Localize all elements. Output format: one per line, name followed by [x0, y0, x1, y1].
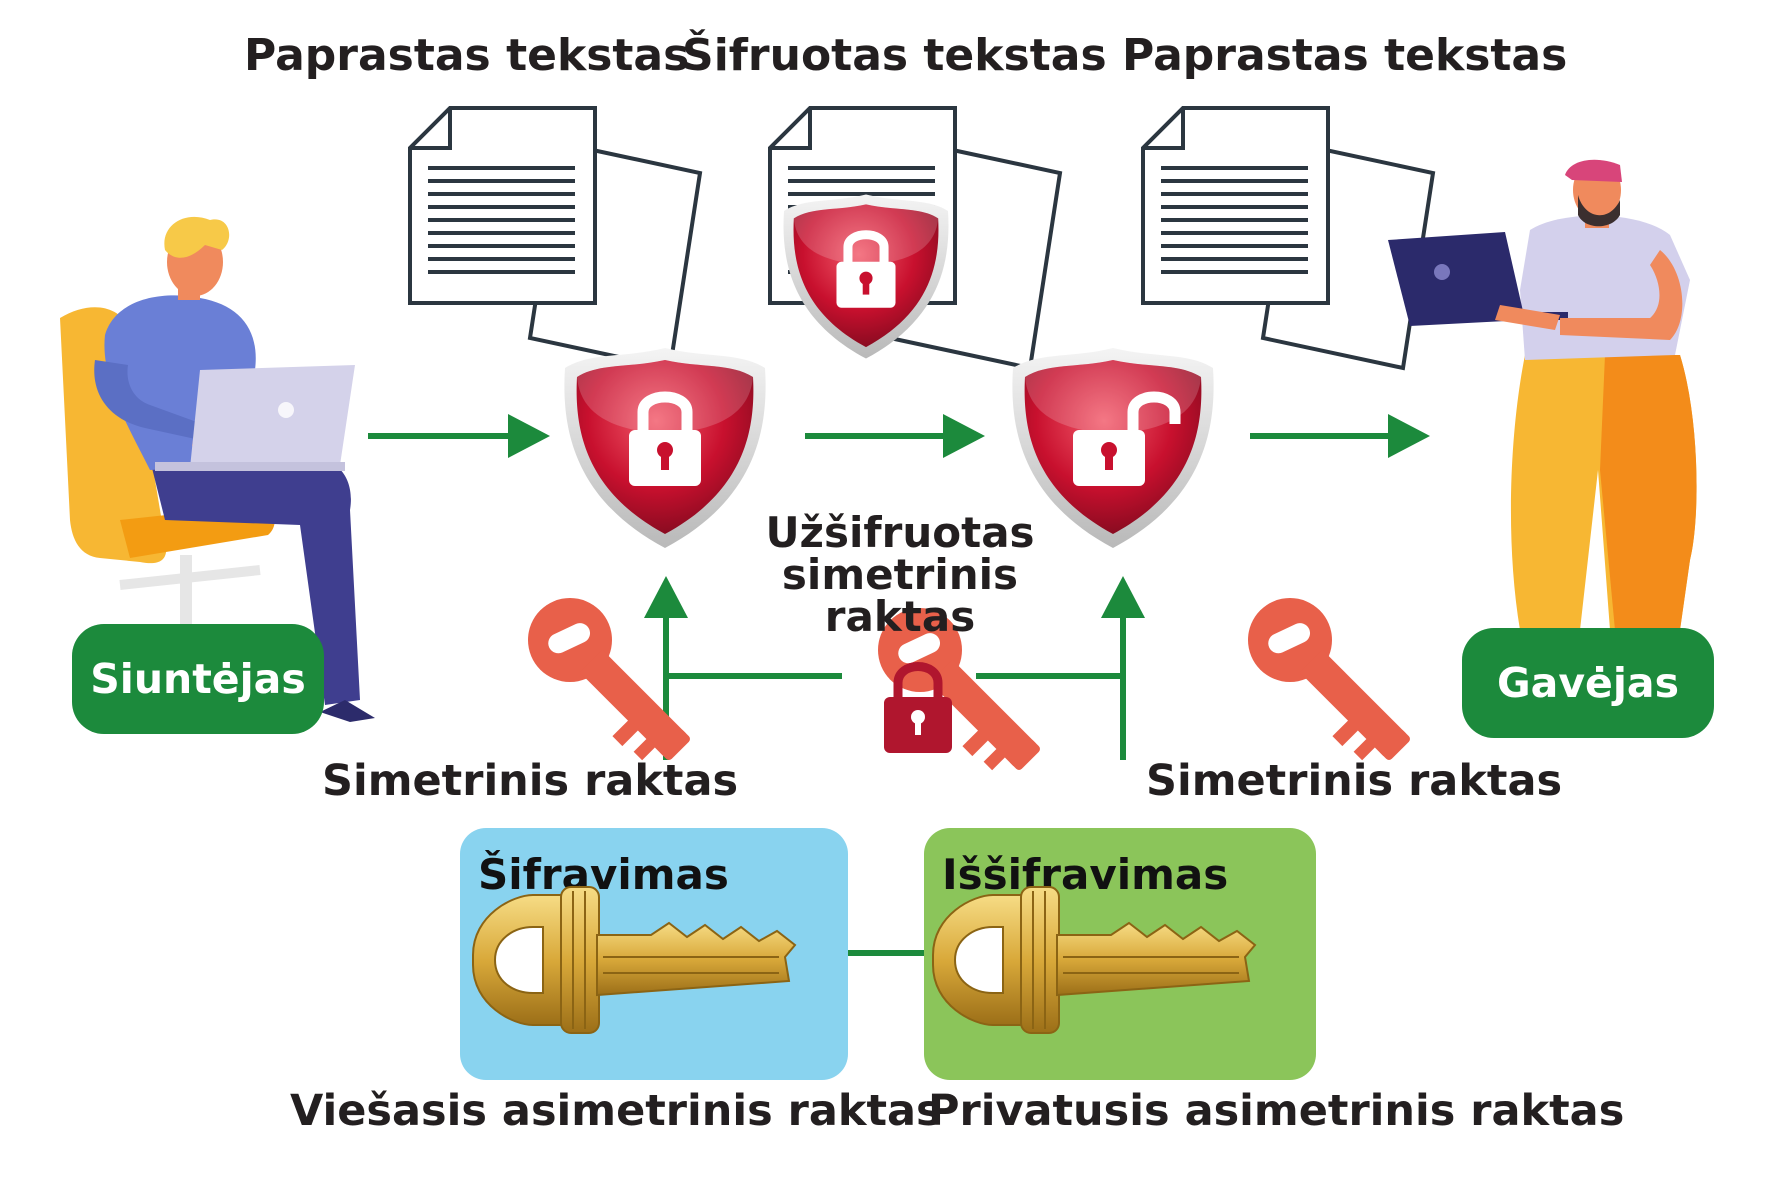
padlock-icon — [884, 662, 952, 753]
laptop-icon — [155, 365, 355, 471]
arrow-right-icon — [1250, 414, 1430, 458]
encrypted-symmetric-key-label: Užšifruotas simetrinis raktas — [765, 508, 1035, 641]
decryption-panel-title: Iššifravimas — [942, 850, 1229, 899]
plaintext-document-icon-left — [408, 106, 702, 370]
sender-badge: Siuntėjas — [72, 624, 324, 734]
plaintext-label-left: Paprastas tekstas — [244, 30, 690, 81]
plaintext-document-icon-right — [1141, 106, 1435, 370]
encryption-panel: Šifravimas — [460, 828, 848, 1080]
symmetric-key-label-left: Simetrinis raktas — [322, 756, 739, 806]
person-sender — [60, 216, 375, 722]
laptop-icon — [1388, 232, 1568, 326]
person-receiver — [1388, 159, 1697, 630]
private-key-label: Privatusis asimetrinis raktas — [928, 1086, 1625, 1136]
ciphertext-label: Šifruotas tekstas — [682, 30, 1107, 81]
public-key-label: Viešasis asimetrinis raktas — [290, 1086, 942, 1136]
arrow-up-icon — [1101, 576, 1145, 760]
symmetric-key-label-right: Simetrinis raktas — [1146, 756, 1563, 806]
decryption-panel: Iššifravimas — [924, 828, 1316, 1080]
arrow-right-icon — [805, 414, 985, 458]
receiver-badge: Gavėjas — [1462, 628, 1714, 738]
symmetric-key-icon-right — [1230, 580, 1431, 781]
arrow-right-icon — [368, 414, 550, 458]
encryption-panel-title: Šifravimas — [478, 850, 729, 899]
plaintext-label-right: Paprastas tekstas — [1122, 30, 1568, 81]
